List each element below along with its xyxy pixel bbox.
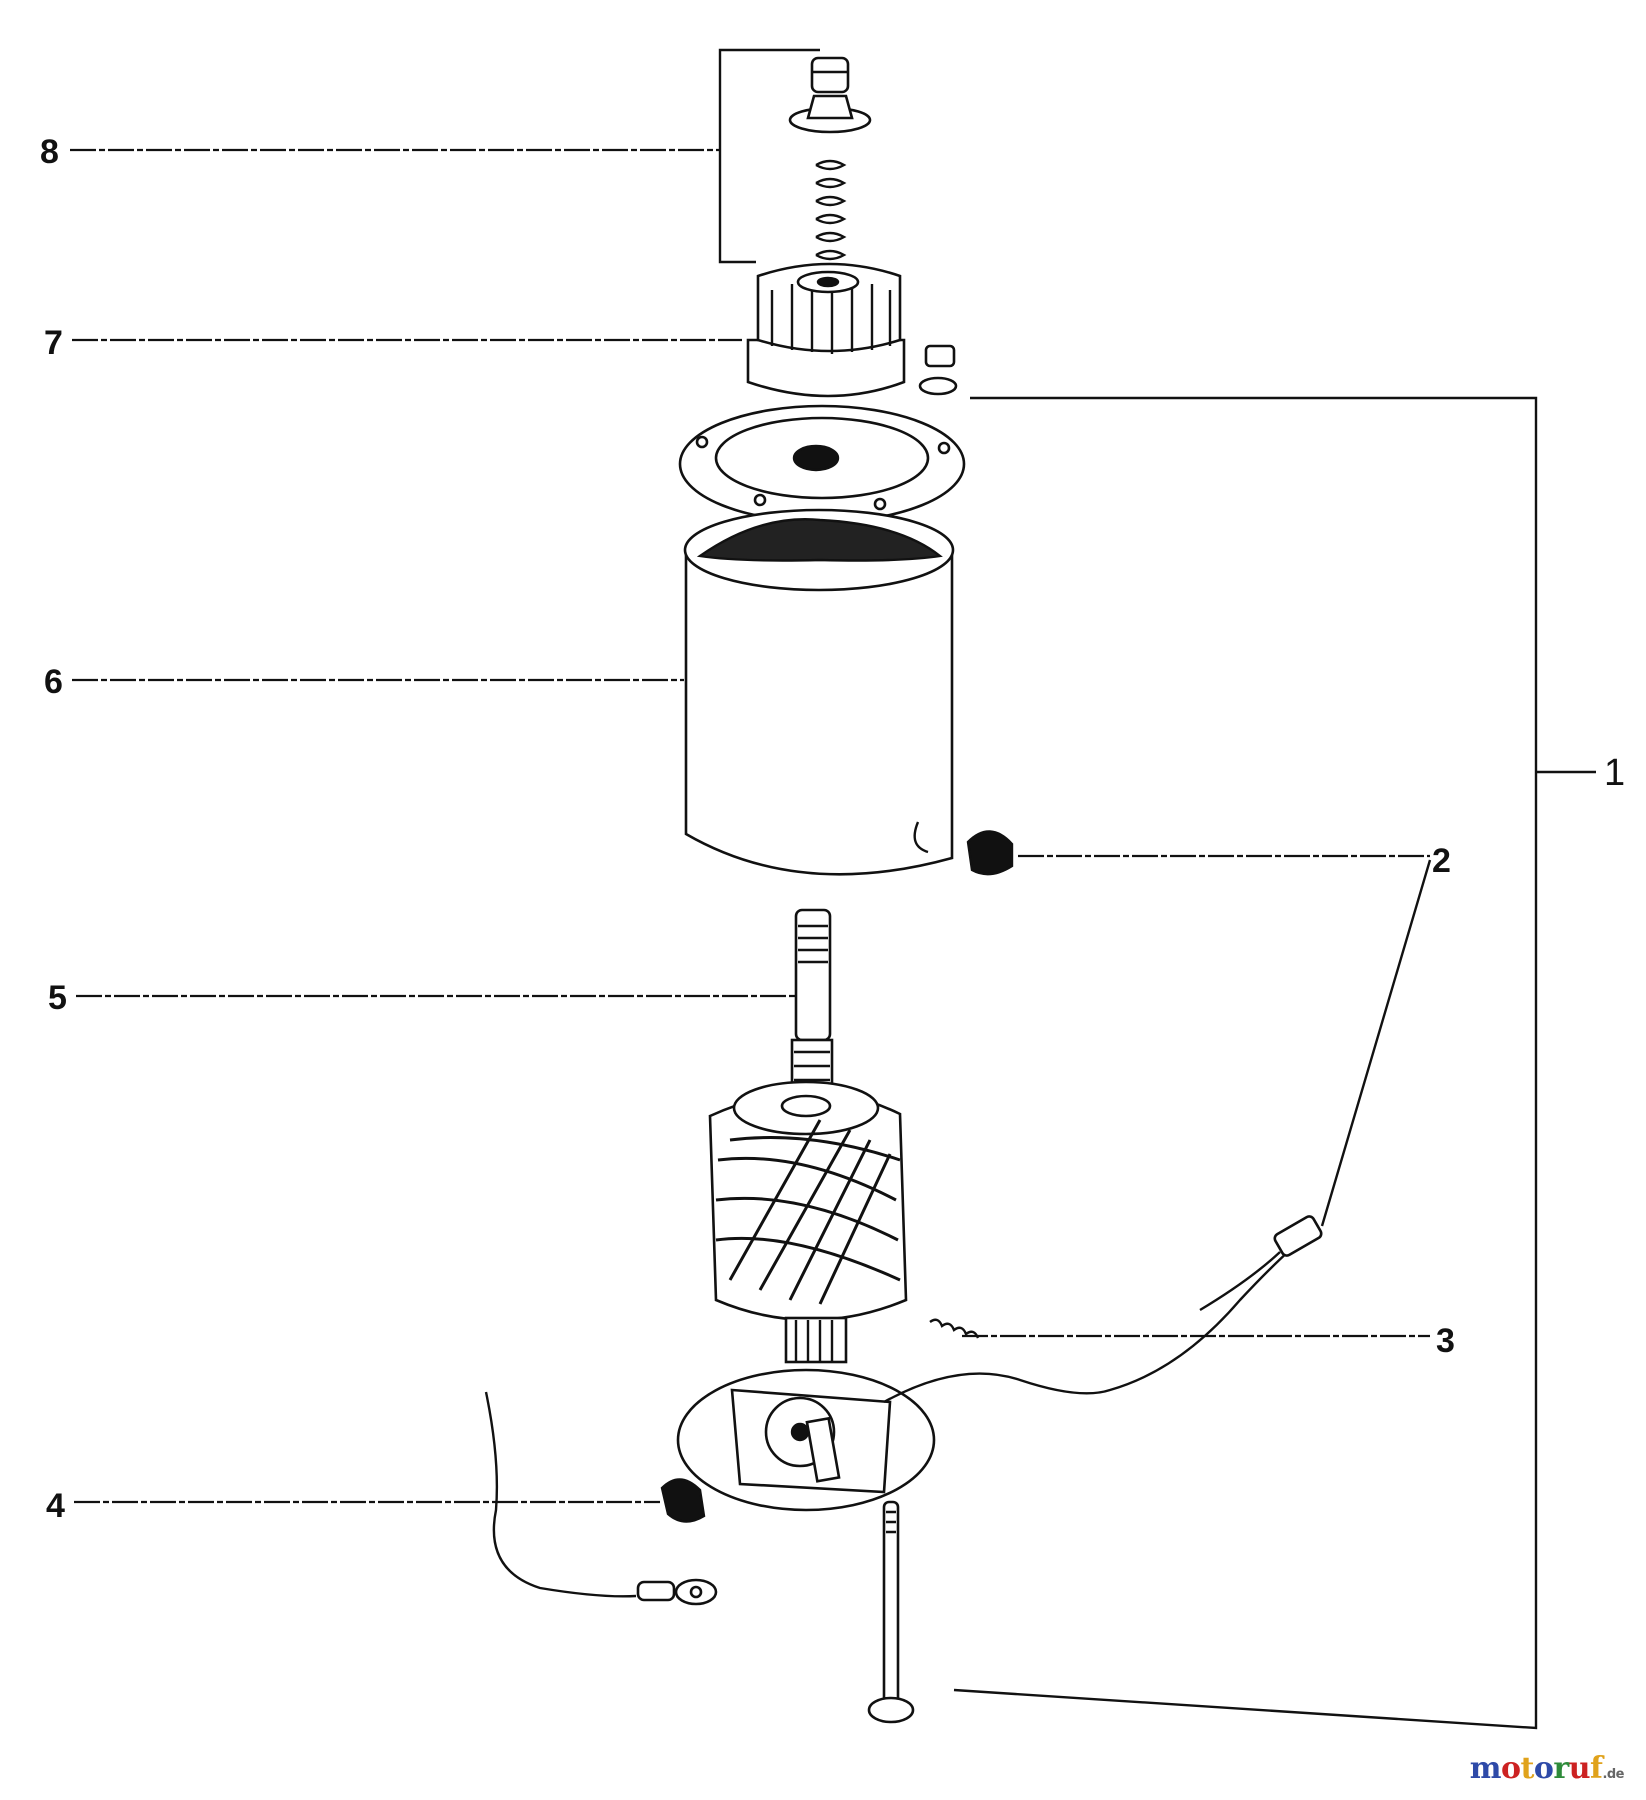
callout-1: 1 xyxy=(1604,752,1625,794)
watermark-letter: f xyxy=(1590,1751,1603,1786)
callout-8: 8 xyxy=(40,133,59,171)
callout-4: 4 xyxy=(46,1487,65,1525)
through-bolt xyxy=(867,1500,915,1724)
callout-7: 7 xyxy=(44,324,63,362)
watermark-letter: o xyxy=(1501,1751,1521,1786)
part-8-spring-assembly xyxy=(788,56,872,261)
watermark-letter: m xyxy=(1469,1751,1502,1786)
leader-lines xyxy=(70,48,1596,1730)
callout-2: 2 xyxy=(1432,842,1451,880)
brush-end-plate xyxy=(660,1318,980,1523)
watermark-letter: o xyxy=(1533,1751,1554,1786)
watermark-letter: u xyxy=(1568,1751,1591,1786)
callout-6: 6 xyxy=(44,663,63,701)
wiring xyxy=(484,1215,1323,1606)
callout-3: 3 xyxy=(1436,1322,1455,1360)
watermark-letter: t xyxy=(1520,1751,1535,1786)
end-cap-plate xyxy=(678,404,966,524)
watermark-letter: r xyxy=(1553,1751,1569,1786)
part-6-motor-housing xyxy=(683,508,1014,876)
callout-5: 5 xyxy=(48,979,67,1017)
watermark-logo: motoruf.de xyxy=(1469,1751,1625,1786)
part-5-armature xyxy=(708,908,908,1364)
part-7-pinion-gear xyxy=(746,262,958,398)
